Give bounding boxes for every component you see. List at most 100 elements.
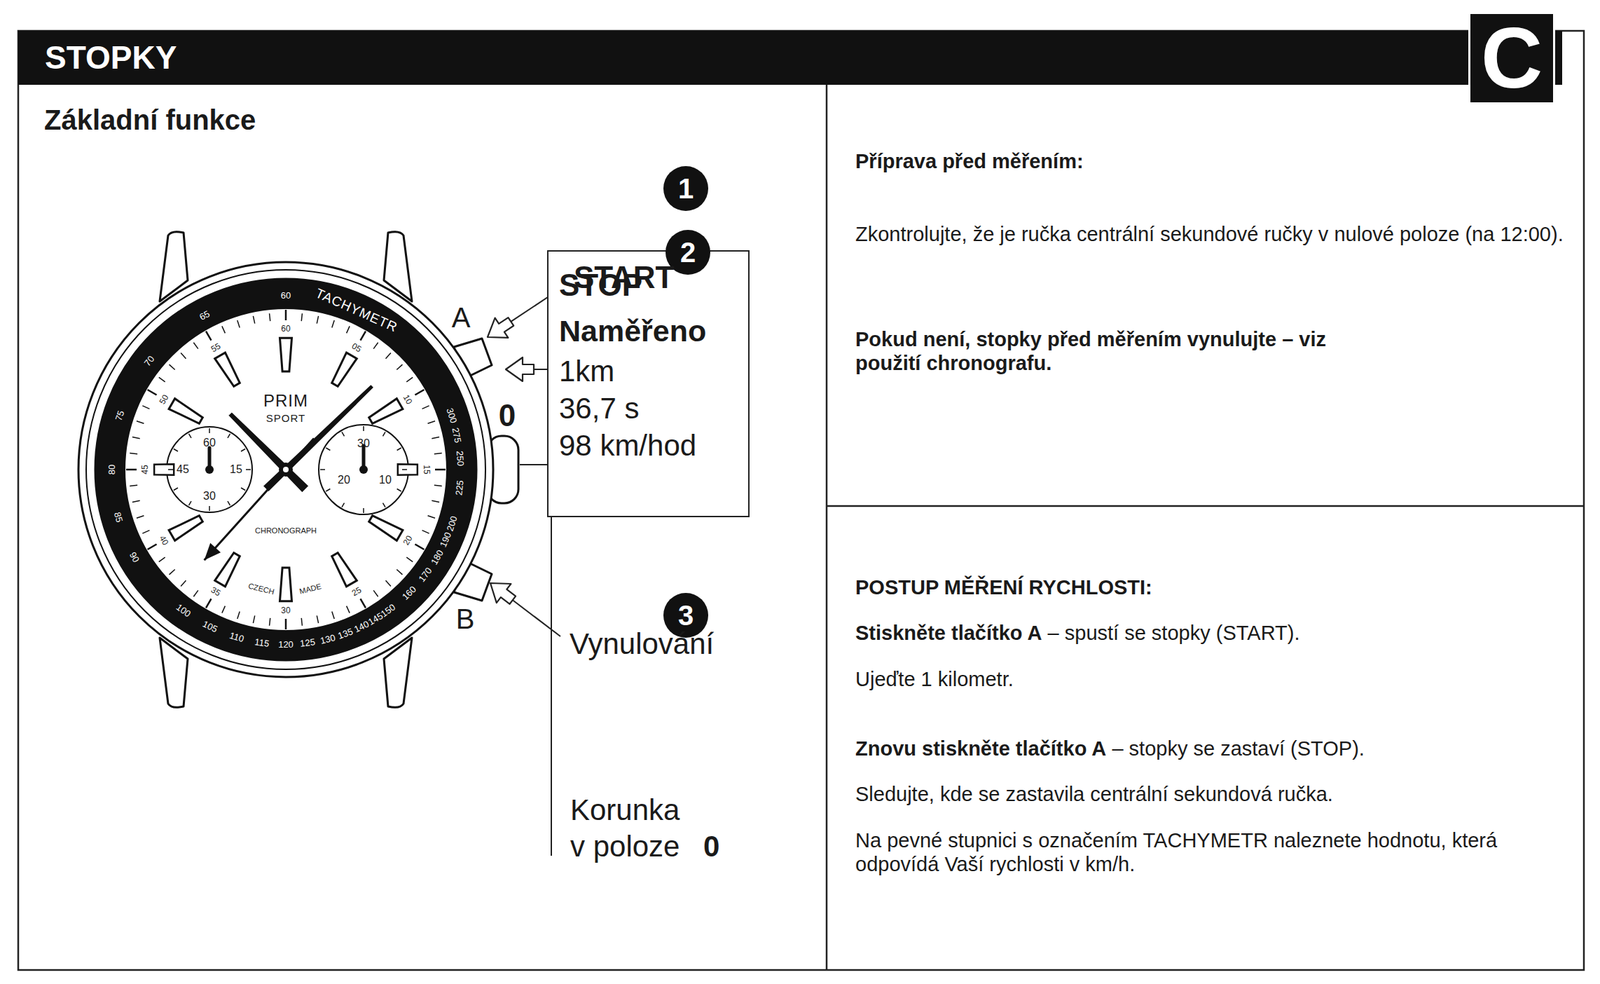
dial-number: 20 xyxy=(401,533,415,547)
dial-number: 25 xyxy=(349,584,363,599)
minute-tick xyxy=(222,325,225,333)
minute-tick xyxy=(428,421,436,424)
panel-text: Základní funkce xyxy=(44,103,256,136)
hour-index xyxy=(168,515,203,541)
watch-details xyxy=(126,287,566,637)
panel-text: STOPKY xyxy=(44,39,177,75)
brand-text: PRIM xyxy=(263,390,309,411)
minute-tick xyxy=(205,598,212,608)
dial-text: CZECH xyxy=(247,581,276,597)
pointer-arrow xyxy=(505,357,534,382)
watch-case xyxy=(78,261,494,677)
subdial-tick xyxy=(341,502,345,508)
bezel-edge xyxy=(86,269,486,670)
minute-tick xyxy=(269,313,271,321)
pusher-label: B xyxy=(456,603,475,635)
minute-tick xyxy=(159,556,166,562)
panel-divider xyxy=(826,505,1584,508)
hour-index xyxy=(215,552,241,587)
callout-circle: 1 xyxy=(663,166,709,211)
minute-tick xyxy=(414,544,424,550)
subdial-tick xyxy=(208,428,211,433)
minute-tick xyxy=(180,353,186,359)
tachymeter-number: 170 xyxy=(416,565,434,584)
minute-tick xyxy=(193,589,198,597)
tachymeter-number: 110 xyxy=(228,629,246,644)
minute-tick xyxy=(252,315,255,324)
panel-text: Pokud není, stopky před měřením vynulujt… xyxy=(855,327,1388,375)
tachymeter-number: 190 xyxy=(437,530,454,549)
instruction-text: – stopky se zastaví (STOP). xyxy=(1111,736,1364,760)
subdial-tick xyxy=(227,433,231,438)
hour-index xyxy=(279,567,292,602)
minute-tick xyxy=(431,500,440,502)
crown-position: 0 xyxy=(703,829,720,863)
tachymeter-number: 225 xyxy=(453,479,466,496)
function-label: START xyxy=(573,259,674,295)
tachymeter-number: 70 xyxy=(142,353,157,368)
panel-text: Na pevné stupnici s označením TACHYMETR … xyxy=(855,828,1564,876)
hour-index xyxy=(332,552,358,587)
subdial-tick xyxy=(173,449,178,452)
panel-text: Ujeďte 1 kilometr. xyxy=(855,666,1014,691)
minute-tick xyxy=(431,436,440,438)
subdial-tick xyxy=(402,468,408,471)
dial-text: CHRONOGRAPH xyxy=(254,526,317,535)
minute-tick xyxy=(406,556,413,562)
subdial-tick xyxy=(168,468,174,471)
subdial-number: 30 xyxy=(357,437,370,450)
minute-tick xyxy=(205,331,212,341)
minute-tick xyxy=(332,320,335,328)
bezel-text: TACHYMETR xyxy=(313,285,400,335)
hour-index xyxy=(279,337,292,372)
seconds-hand xyxy=(204,437,315,560)
tachymeter-number: 120 xyxy=(278,638,294,650)
subdial-tick xyxy=(362,507,365,513)
node-text: 3 xyxy=(678,601,694,630)
subdial-number: 10 xyxy=(378,473,392,487)
subdial-tick xyxy=(173,487,178,491)
subdial xyxy=(166,426,253,513)
minute-tick xyxy=(360,598,367,608)
hour-index xyxy=(154,463,174,475)
subdial-number: 60 xyxy=(203,436,216,450)
dial-number: 35 xyxy=(208,584,223,599)
subdial-tick xyxy=(240,487,246,491)
minute-tick xyxy=(422,530,430,534)
hour-index xyxy=(332,352,358,386)
instruction-action: Stiskněte tlačítko A xyxy=(855,621,1042,644)
hour-index xyxy=(168,398,203,424)
tachymeter-number: 115 xyxy=(254,636,271,649)
minute-tick xyxy=(169,364,176,370)
function-label: Vynulování xyxy=(569,626,714,661)
subdial-tick xyxy=(245,468,251,471)
minute-tick xyxy=(346,605,350,613)
minute-tick xyxy=(129,453,138,454)
minute-tick xyxy=(434,453,443,454)
center-hub xyxy=(278,462,293,477)
instruction-text: – spustí se stopky (START). xyxy=(1047,621,1301,644)
tachymeter-number: 275 xyxy=(450,425,464,443)
tachymeter-number: 75 xyxy=(113,409,127,422)
dial-number: 05 xyxy=(349,341,363,355)
panel-text: Sledujte, kde se zastavila centrální sek… xyxy=(855,781,1334,806)
tachymeter-number: 135 xyxy=(336,625,355,641)
minute-tick xyxy=(346,325,350,333)
minute-tick xyxy=(132,500,141,502)
instruction-line: Znovu stiskněte tlačítko A– stopky se za… xyxy=(855,736,1365,764)
tachymeter-number: 80 xyxy=(106,464,117,475)
page-frame xyxy=(18,30,1584,970)
tachymeter-number: 65 xyxy=(197,308,212,323)
subdial-tick xyxy=(208,505,211,511)
subdial-tick xyxy=(383,431,386,436)
instruction-line: Stiskněte tlačítko A– spustí se stopky (… xyxy=(855,620,1301,648)
subdial-tick xyxy=(383,502,386,508)
pointer-arrow xyxy=(487,317,514,338)
node-text: C xyxy=(1480,15,1543,101)
minute-tick xyxy=(332,611,335,619)
minute-tick xyxy=(269,617,271,626)
minute-tick xyxy=(316,615,319,623)
crown-note: Korunka v poloze0 xyxy=(570,791,720,865)
node-text: Naměřeno xyxy=(559,308,739,353)
brand-text: SPORT xyxy=(266,411,306,424)
